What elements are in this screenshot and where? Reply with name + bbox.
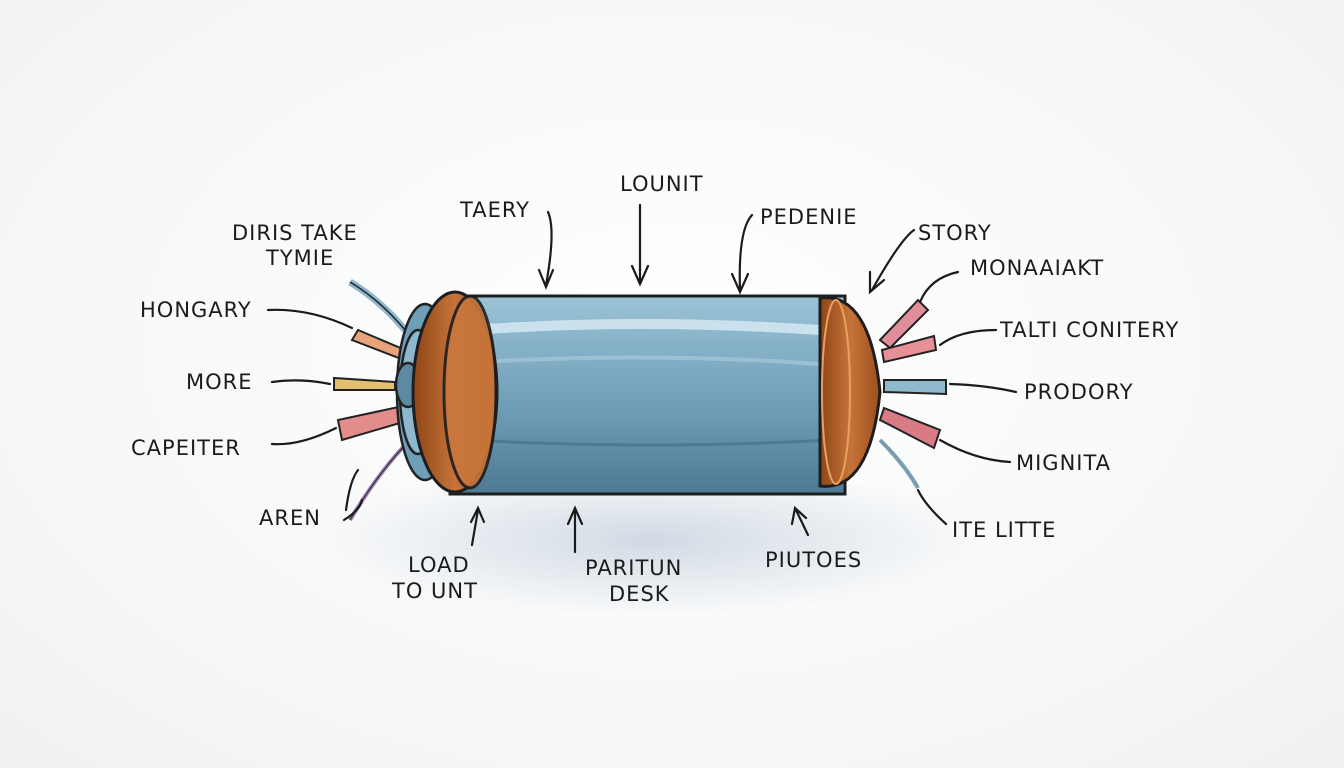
label-paritun: PARITUN bbox=[585, 556, 683, 580]
label-pedenie: PEDENIE bbox=[760, 205, 858, 229]
right-cap bbox=[818, 296, 882, 488]
label-desk: DESK bbox=[609, 582, 670, 606]
label-prodory: PRODORY bbox=[1024, 380, 1134, 404]
label-tymie: TYMIE bbox=[266, 246, 335, 270]
label-talti-conitery: TALTI CONITERY bbox=[1000, 318, 1180, 342]
cylinder-body bbox=[448, 294, 847, 496]
label-taery: TAERY bbox=[460, 198, 530, 222]
ground-shadow bbox=[320, 465, 980, 615]
label-ite-litte: ITE LITTE bbox=[952, 518, 1057, 542]
label-lounit: LOUNIT bbox=[620, 172, 704, 196]
leader-lines bbox=[266, 203, 1018, 554]
label-hongary: HONGARY bbox=[140, 298, 252, 322]
label-aren: AREN bbox=[259, 506, 321, 530]
label-monaaiakt: MONAAIAKT bbox=[970, 256, 1105, 280]
label-mignita: MIGNITA bbox=[1016, 451, 1112, 475]
label-load: LOAD bbox=[408, 553, 470, 577]
right-wires bbox=[878, 298, 947, 489]
label-diris-take: DIRIS TAKE bbox=[232, 221, 358, 245]
label-more: MORE bbox=[186, 370, 253, 394]
label-to-unt: TO UNT bbox=[392, 579, 478, 603]
label-story: STORY bbox=[918, 221, 992, 245]
label-piutoes: PIUTOES bbox=[765, 548, 863, 572]
label-capeiter: CAPEITER bbox=[131, 436, 241, 460]
left-cap bbox=[411, 290, 499, 494]
